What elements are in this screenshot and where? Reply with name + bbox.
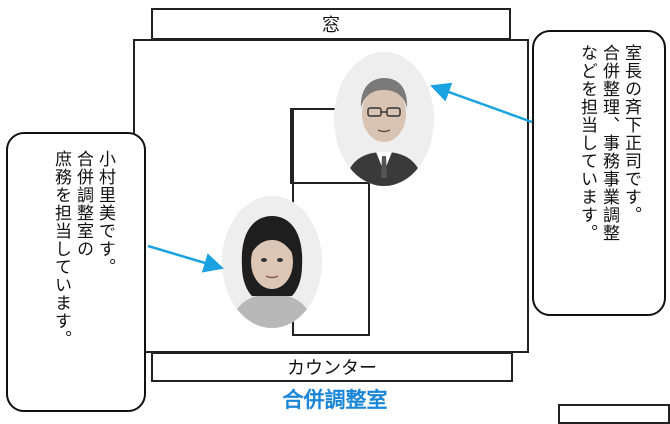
- manager-callout-line-1: 室長の斉下正司です。: [621, 44, 641, 224]
- staff-callout-line-2: 合併調整室の: [73, 150, 93, 258]
- next-section-box: [558, 404, 670, 424]
- manager-callout-text: 室長の斉下正司です。 合併整理、事務事業調整 などを担当しています。: [576, 44, 642, 242]
- staff-portrait-icon: [222, 196, 322, 328]
- staff-callout-text: 小村里美です。 合併調整室の 庶務を担当しています。: [50, 150, 116, 348]
- manager-portrait-icon: [334, 52, 434, 186]
- window-label-box: 窓: [151, 8, 511, 40]
- section-title: 合併調整室: [0, 384, 670, 414]
- manager-callout-line-3: などを担当しています。: [577, 44, 597, 242]
- staff-callout: 小村里美です。 合併調整室の 庶務を担当しています。: [6, 132, 146, 412]
- staff-callout-line-1: 小村里美です。: [95, 150, 115, 276]
- window-label: 窓: [322, 15, 340, 36]
- manager-callout-line-2: 合併整理、事務事業調整: [599, 44, 619, 242]
- staff-callout-line-3: 庶務を担当しています。: [51, 150, 71, 348]
- counter-label: カウンター: [287, 358, 377, 379]
- manager-callout: 室長の斉下正司です。 合併整理、事務事業調整 などを担当しています。: [532, 30, 666, 316]
- staff-photo: [222, 196, 322, 328]
- manager-photo: [334, 52, 434, 186]
- section-title-text: 合併調整室: [282, 388, 388, 412]
- counter-label-box: カウンター: [151, 352, 513, 382]
